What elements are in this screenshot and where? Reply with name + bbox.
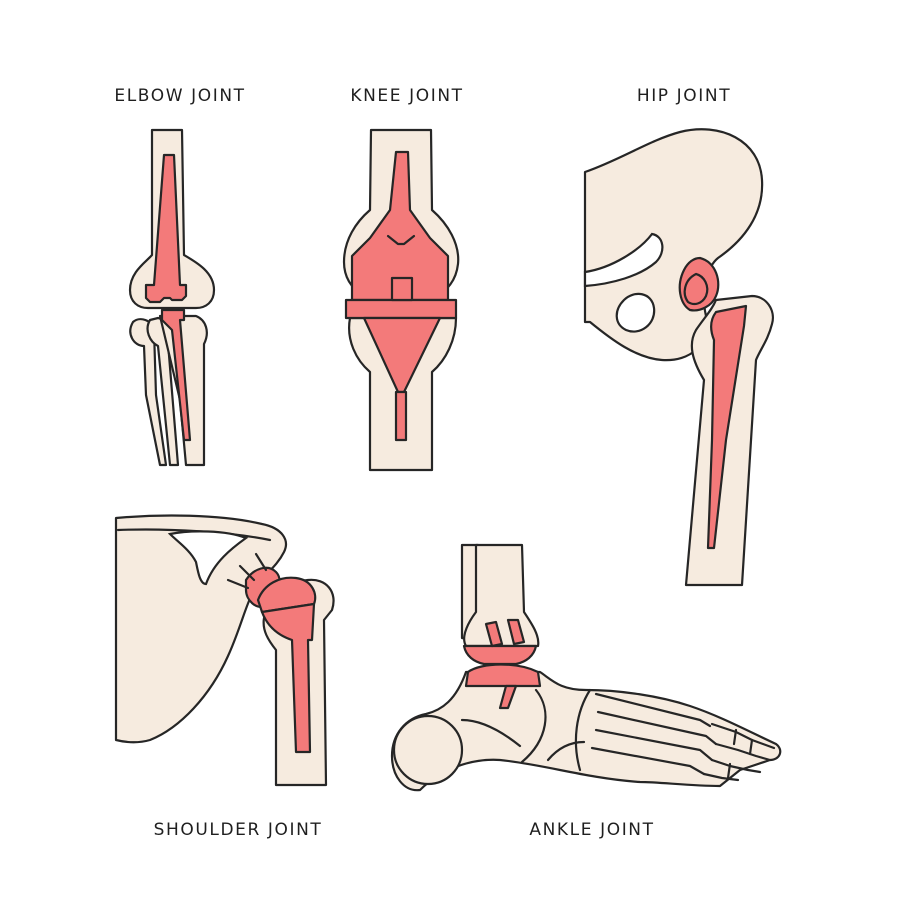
knee-joint-label: KNEE JOINT — [350, 86, 464, 106]
hip-joint-label: HIP JOINT — [636, 86, 732, 106]
shoulder-joint-label: SHOULDER JOINT — [153, 820, 323, 840]
elbow-joint-label: ELBOW JOINT — [114, 86, 246, 106]
ankle-joint-label: ANKLE JOINT — [529, 820, 655, 840]
